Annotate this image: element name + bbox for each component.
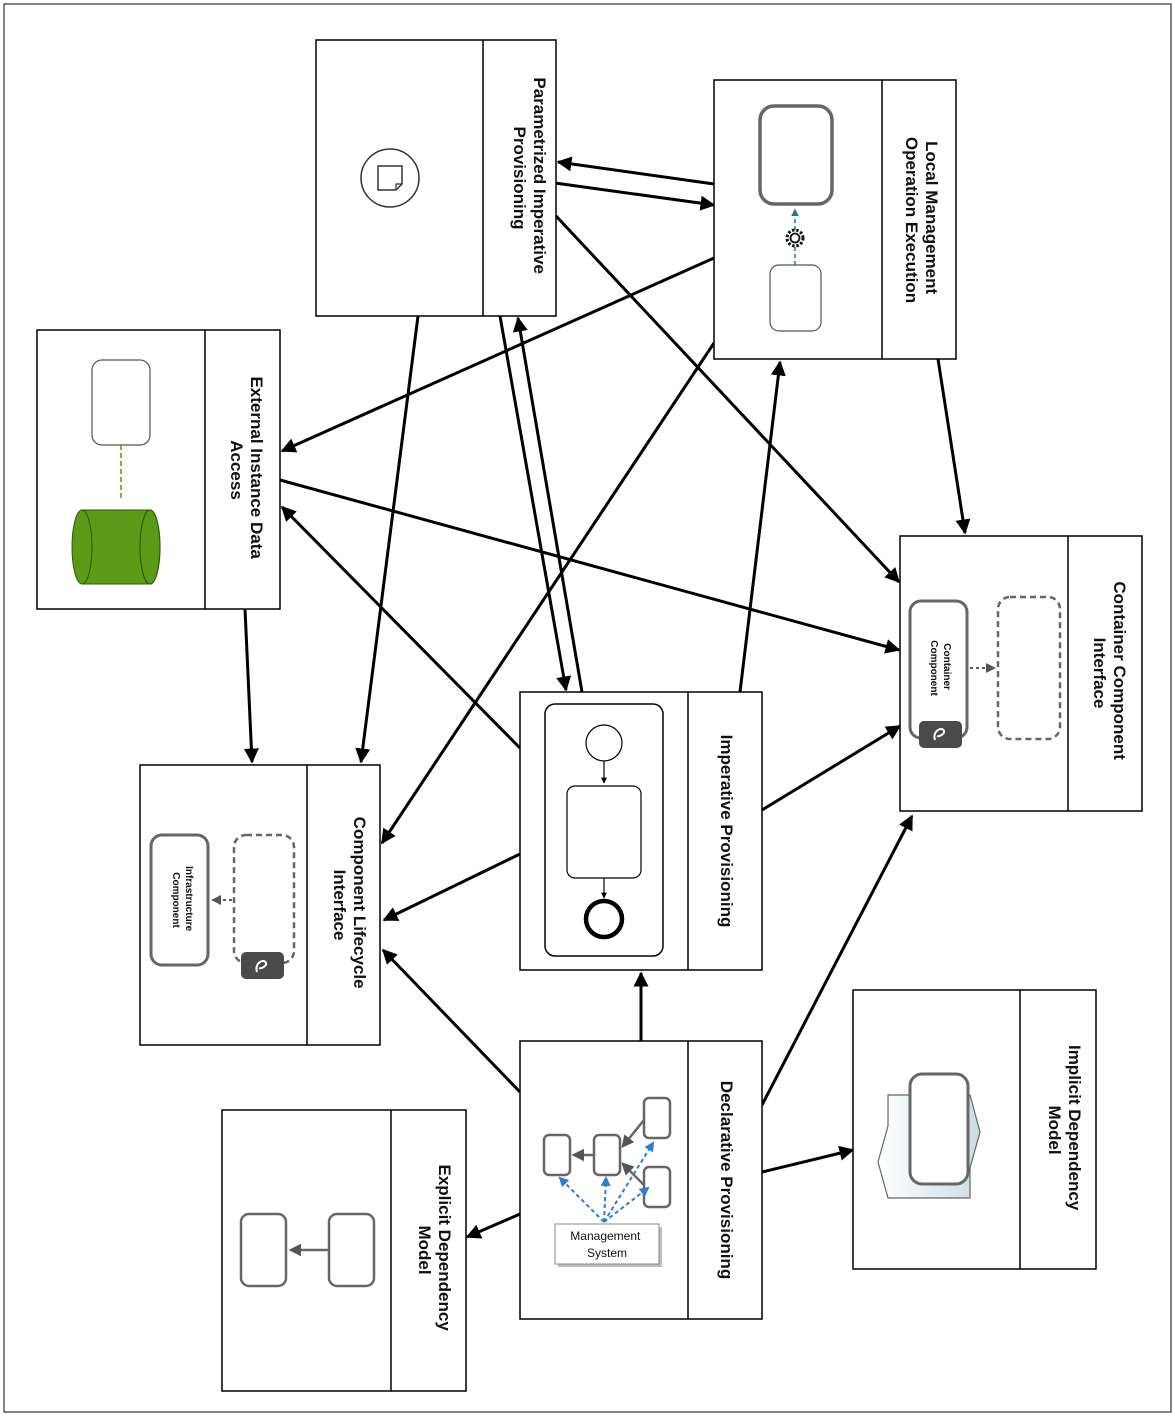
svg-text:Explicit Dependency Mode: Explicit Dependency Model: [415, 1164, 454, 1335]
infrastructure-component-label2: Component: [170, 872, 181, 928]
pattern-parametrized-imperative-provisioning[interactable]: Parametrized Imperative Provisioning: [315, 39, 557, 317]
svg-text:Management System: Management System: [570, 1229, 643, 1260]
workflow-icon: [544, 703, 664, 957]
lmoe-title-line2: Operation Execution: [902, 137, 921, 303]
database-icon: [71, 509, 161, 585]
pattern-explicit-dependency-model[interactable]: Explicit Dependency Model: [221, 1109, 467, 1392]
container-component-label1: Container: [941, 643, 952, 690]
arrow-external-to-container: [279, 478, 901, 654]
cci-title-line1: Container Component: [1110, 581, 1129, 760]
arrow-declarative-to-lifecycle: [381, 948, 522, 1094]
arrow-imperative-to-container: [761, 724, 902, 812]
svg-text:External Instance Data A: External Instance Data Access: [227, 376, 266, 563]
cli-title-line1: Component Lifecycle: [350, 817, 369, 989]
cci-title-line2: Interface: [1090, 638, 1109, 709]
connectors: [243, 156, 971, 1239]
arrow-lmoe-to-lifecycle: [380, 342, 716, 845]
arrow-declarative-to-container: [760, 814, 914, 1106]
infrastructure-component-icon: [149, 833, 210, 967]
component-box-small-icon: [769, 264, 822, 332]
cli-title-line2: Interface: [330, 870, 349, 941]
arrow-declarative-to-implicit: [761, 1145, 855, 1174]
arrow-pip-to-imperative: [498, 315, 572, 692]
management-system-box: Management System: [554, 1223, 662, 1267]
ip-title: Imperative Provisioning: [717, 735, 736, 928]
arrow-imperative-to-pip: [512, 316, 584, 693]
arrow-lmoe-to-external: [280, 256, 715, 453]
pattern-imperative-provisioning[interactable]: Imperative Provisioning: [519, 691, 763, 971]
idm-title-line1: Implicit Dependency: [1065, 1045, 1084, 1211]
management-links: [558, 1141, 655, 1223]
lmoe-title-line1: Local Management: [922, 141, 941, 294]
arrow-pip-to-container: [554, 214, 901, 584]
gear-icon: [785, 228, 805, 248]
svg-text:Implicit Dependency Mode: Implicit Dependency Model: [1045, 1045, 1084, 1215]
dashed-component-icon: [996, 595, 1062, 741]
lifecycle-badge-icon: [919, 721, 962, 748]
arrow-imperative-to-external: [280, 505, 522, 750]
pip-title-line1: Parametrized Imperative: [530, 77, 549, 274]
pattern-external-instance-data-access[interactable]: External Instance Data Access: [36, 329, 281, 610]
topology-icon: [542, 1096, 672, 1209]
idm-title-line2: Model: [1045, 1105, 1064, 1154]
eida-title-line2: Access: [227, 440, 246, 500]
dependency-icon: [239, 1212, 376, 1288]
arrow-imperative-to-lmoe: [738, 360, 786, 693]
scroll-ribbon-icon: [877, 1072, 981, 1199]
arrow-external-to-lifecycle: [243, 608, 259, 764]
infrastructure-component-label1: Infrastructure: [183, 866, 194, 931]
edm-title-line1: Explicit Dependency: [435, 1164, 454, 1331]
svg-text:Container Component Inte: Container Component Interface: [1090, 581, 1129, 764]
outer-border: [3, 3, 1172, 1413]
svg-text:Parametrized Imperative: Parametrized Imperative Provisioning: [510, 77, 549, 278]
pattern-local-management-operation-execution[interactable]: Local Management Operation Execution: [713, 79, 957, 360]
component-box-icon: [91, 359, 151, 446]
svg-text:Local Management Operati: Local Management Operation Execution: [902, 137, 941, 303]
component-box-icon: [758, 104, 834, 206]
container-component-label2: Component: [928, 640, 939, 696]
arrow-imperative-to-lifecycle: [382, 852, 521, 922]
svg-text:Infrastructure Component: Infrastructure Component: [170, 866, 194, 934]
svg-text:Component Lifecycle Inte: Component Lifecycle Interface: [330, 817, 369, 994]
arrow-declarative-to-explicit: [465, 1212, 521, 1239]
management-system-label2: System: [587, 1246, 627, 1260]
document-event-icon: [360, 148, 420, 208]
pattern-declarative-provisioning[interactable]: Declarative Provisioning Management Syst…: [519, 1040, 763, 1320]
lifecycle-badge-icon: [241, 952, 284, 979]
pip-title-line2: Provisioning: [510, 127, 529, 230]
svg-text:Imperative Provisioning: Imperative Provisioning: [717, 735, 736, 928]
arrow-pip-to-lifecycle: [355, 315, 420, 764]
management-system-label1: Management: [570, 1229, 641, 1243]
pattern-container-component-interface[interactable]: Container Component Interface Container …: [899, 535, 1143, 812]
dashed-component-icon: [232, 833, 296, 965]
svg-text:Declarative Provisioning: Declarative Provisioning: [717, 1081, 736, 1279]
pattern-implicit-dependency-model[interactable]: Implicit Dependency Model: [852, 989, 1097, 1270]
eida-title-line1: External Instance Data: [247, 376, 266, 559]
arrow-lmoe-to-pip: [556, 156, 715, 186]
dp-title: Declarative Provisioning: [717, 1081, 736, 1279]
svg-text:Container Component: Container Component: [928, 640, 952, 696]
edm-title-line2: Model: [415, 1225, 434, 1274]
arrow-lmoe-to-container: [936, 358, 971, 535]
arrow-pip-to-lmoe: [554, 181, 716, 211]
pattern-component-lifecycle-interface[interactable]: Component Lifecycle Interface Infrastruc…: [139, 764, 381, 1046]
